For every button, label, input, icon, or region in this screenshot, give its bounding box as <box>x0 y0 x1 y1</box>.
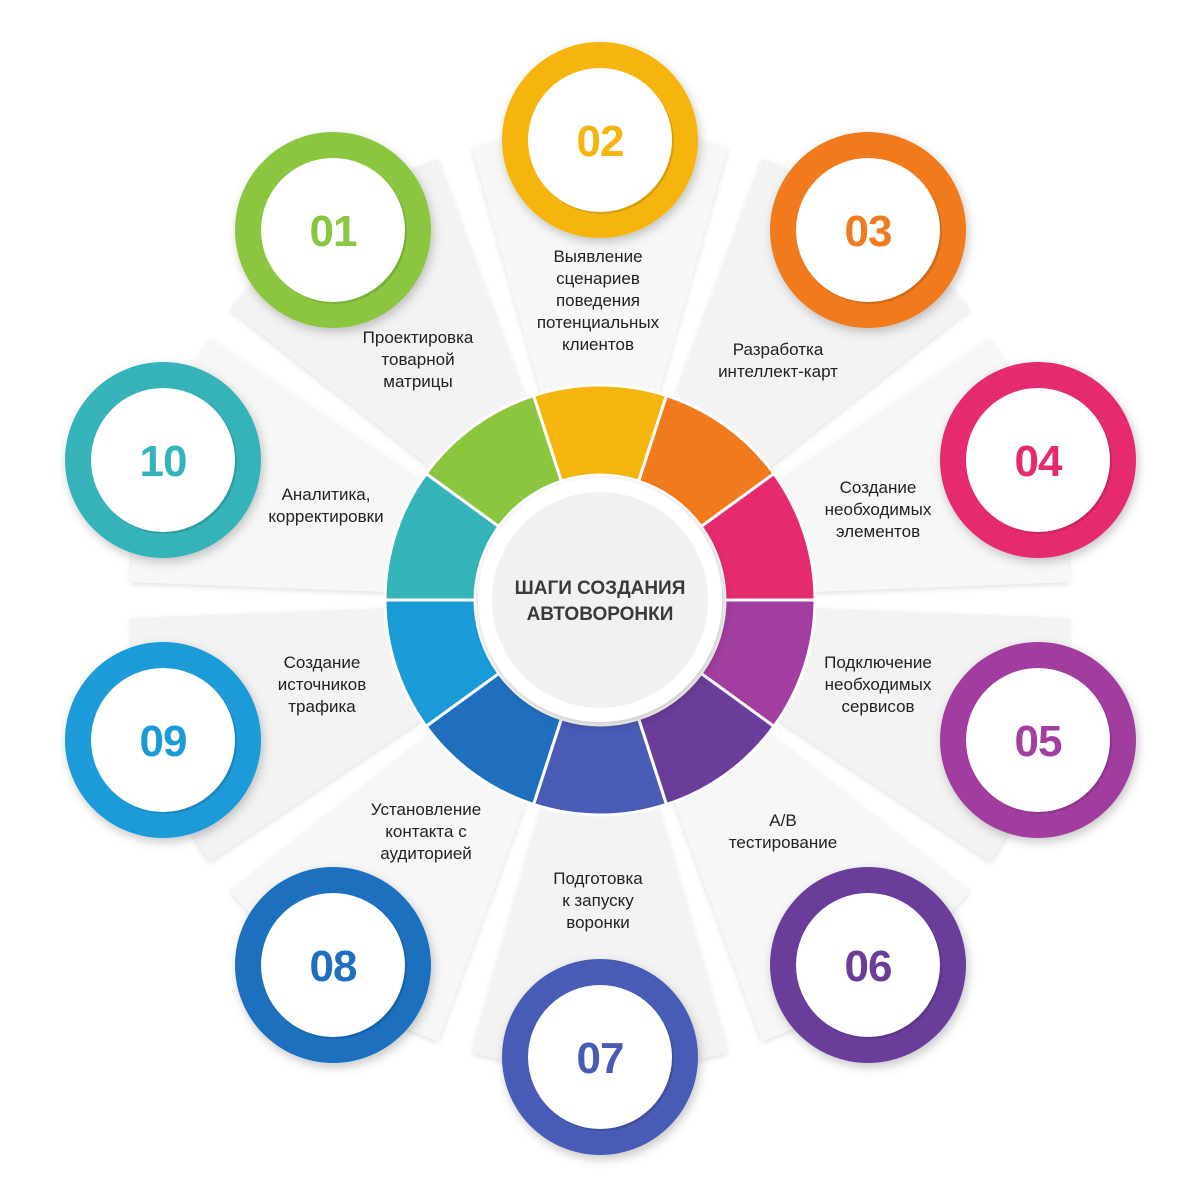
step-circle-face <box>91 388 235 532</box>
step-label-line: Аналитика, <box>282 485 371 504</box>
step-number: 05 <box>1015 717 1062 766</box>
step-label-line: трафика <box>288 697 356 716</box>
ring-segment-10 <box>383 471 501 602</box>
step-label-09: Создание источников трафика <box>278 653 367 716</box>
step-label-line: необходимых <box>825 675 932 694</box>
step-number: 03 <box>845 207 892 256</box>
step-label-line: сервисов <box>841 697 914 716</box>
step-label-02: Выявление сценариев поведения потенциальных… <box>537 247 660 354</box>
step-number: 10 <box>140 437 187 486</box>
step-circle-07: 07 <box>502 959 698 1155</box>
step-circle-face <box>528 68 672 212</box>
step-circle-face <box>966 668 1110 812</box>
step-label-line: Установление <box>371 800 481 819</box>
step-circle-03: 03 <box>770 132 966 328</box>
step-label-line: потенциальных <box>537 313 660 332</box>
step-label-05: Подключение необходимых сервисов <box>824 653 932 716</box>
step-circles-layer: 01 02 03 04 05 06 07 08 09 10 <box>65 42 1136 1155</box>
step-labels-layer: Проектировка товарной матрицы Выявление сцен… <box>268 247 932 932</box>
step-label-line: сценариев <box>556 269 640 288</box>
step-circle-face <box>966 388 1110 532</box>
step-circle-face <box>796 893 940 1037</box>
step-label-07: Подготовка к запуску воронки <box>553 869 643 932</box>
step-label-line: Подготовка <box>553 869 643 888</box>
step-number: 06 <box>845 942 892 991</box>
center-hub-inner <box>492 492 708 708</box>
step-label-line: Создание <box>284 653 361 672</box>
step-label-line: товарной <box>381 350 454 369</box>
step-circle-face <box>796 158 940 302</box>
step-label-line: Разработка <box>733 340 824 359</box>
step-number: 01 <box>310 207 357 256</box>
step-label-08: Установление контакта с аудиторией <box>371 800 481 863</box>
step-label-line: A/B <box>769 811 796 830</box>
step-label-line: аудиторией <box>380 844 472 863</box>
step-circle-09: 09 <box>65 642 261 838</box>
step-label-line: воронки <box>566 913 630 932</box>
step-label-line: Создание <box>840 478 917 497</box>
step-circle-face <box>91 668 235 812</box>
step-circle-10: 10 <box>65 362 261 558</box>
center-title-line: АВТОВОРОНКИ <box>527 604 674 625</box>
center-hub: ШАГИ СОЗДАНИЯ АВТОВОРОНКИ <box>478 478 722 722</box>
step-circle-02: 02 <box>502 42 698 238</box>
color-ring <box>383 383 817 817</box>
step-label-04: Создание необходимых элементов <box>825 478 932 541</box>
step-label-01: Проектировка товарной матрицы <box>363 328 474 391</box>
step-label-06: A/B тестирование <box>729 811 837 852</box>
step-label-line: необходимых <box>825 500 932 519</box>
step-label-line: матрицы <box>383 372 452 391</box>
step-label-line: корректировки <box>268 507 383 526</box>
step-number: 09 <box>140 717 187 766</box>
step-circle-05: 05 <box>940 642 1136 838</box>
center-title-line: ШАГИ СОЗДАНИЯ <box>515 578 686 599</box>
step-circle-face <box>528 985 672 1129</box>
step-number: 04 <box>1015 437 1063 486</box>
step-number: 08 <box>310 942 357 991</box>
step-circle-06: 06 <box>770 867 966 1063</box>
step-label-10: Аналитика, корректировки <box>268 485 383 526</box>
step-label-line: источников <box>278 675 367 694</box>
step-label-line: поведения <box>556 291 640 310</box>
step-label-03: Разработка интеллект-карт <box>718 340 838 381</box>
step-label-line: контакта с <box>385 822 467 841</box>
step-label-line: элементов <box>836 522 920 541</box>
step-label-line: к запуску <box>562 891 634 910</box>
step-label-line: Проектировка <box>363 328 474 347</box>
step-label-line: Выявление <box>553 247 642 266</box>
step-label-line: интеллект-карт <box>718 362 838 381</box>
step-label-line: Подключение <box>824 653 932 672</box>
step-circle-04: 04 <box>940 362 1136 558</box>
step-circle-01: 01 <box>235 132 431 328</box>
step-label-line: клиентов <box>562 335 634 354</box>
step-circle-face <box>261 158 405 302</box>
step-circle-08: 08 <box>235 867 431 1063</box>
step-number: 02 <box>577 117 624 166</box>
step-label-line: тестирование <box>729 833 837 852</box>
step-circle-face <box>261 893 405 1037</box>
step-number: 07 <box>577 1034 624 1083</box>
